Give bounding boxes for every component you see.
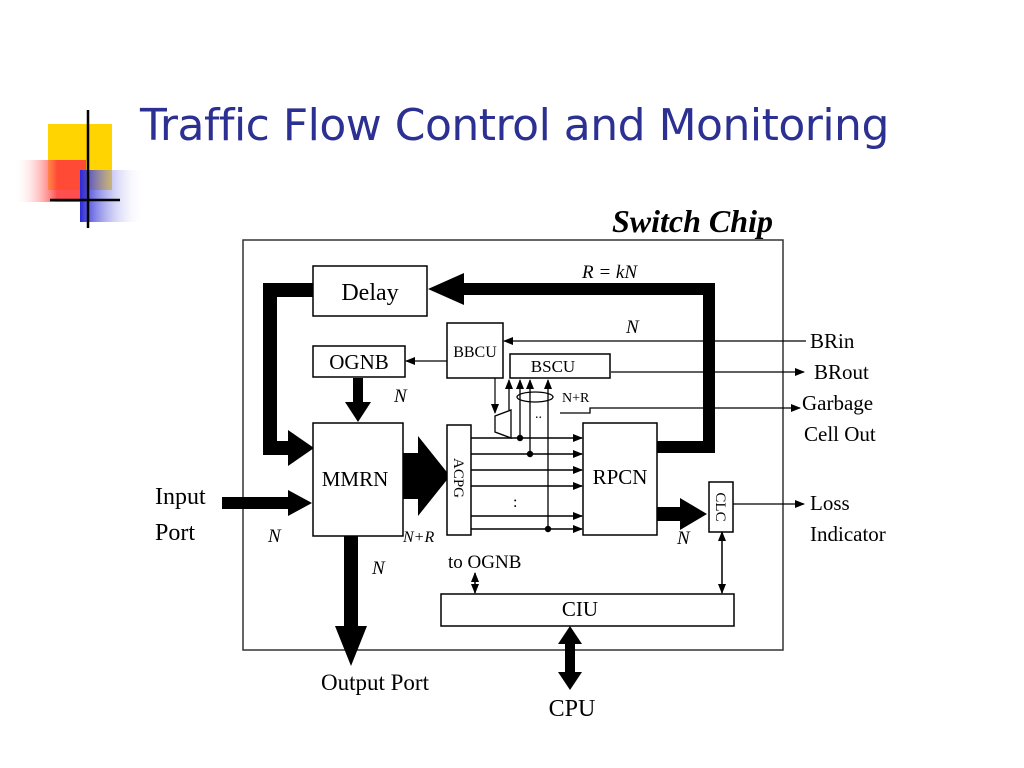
output-port-arrow (335, 536, 367, 666)
rpcn-to-clc-arrow (657, 498, 707, 530)
cpu-label: CPU (549, 696, 596, 722)
delay-to-mmrn-arrow (263, 283, 315, 466)
rpcn-block (582, 422, 658, 536)
ognb-to-mmrn-arrow (345, 378, 371, 422)
n-output-label: N (371, 558, 386, 579)
slide-title: Traffic Flow Control and Monitoring (140, 100, 889, 151)
mux-element (494, 409, 512, 439)
bscu-label: BSCU (531, 357, 575, 376)
input-port-label-1: Input (155, 484, 206, 510)
chip-label: Switch Chip (612, 203, 773, 239)
r-equals-kn-label: R = kN (581, 262, 638, 283)
acpg-dots-label: : (513, 494, 517, 511)
ciu-cpu-arrow (558, 626, 582, 690)
n-rpcn-label: N (676, 528, 691, 549)
brin-label: BRin (810, 329, 855, 353)
n-input-label: N (267, 526, 282, 547)
ognb-block (312, 345, 406, 378)
junction-dots (516, 434, 552, 533)
mmrn-to-acpg-arrow (403, 436, 450, 516)
n-plus-r-mmrn-label: N+R (402, 529, 434, 546)
loss-label-2: Indicator (810, 522, 886, 546)
loss-label-1: Loss (810, 491, 850, 515)
rpcn-label: RPCN (593, 465, 648, 489)
n-top-label: N (625, 317, 640, 338)
acpg-to-rpcn-lines (471, 434, 583, 533)
garbage-label-2: Cell Out (804, 422, 876, 446)
bscu-block (509, 353, 611, 379)
delay-label: Delay (341, 280, 398, 306)
acpg-label: ACPG (450, 458, 466, 498)
mmrn-label: MMRN (322, 467, 389, 491)
acpg-block (446, 424, 472, 536)
ognb-label: OGNB (329, 350, 389, 374)
input-port-arrow (222, 490, 312, 516)
n-ognb-label: N (393, 386, 408, 407)
bscu-dots-label: .. (535, 407, 542, 422)
thin-signal-lines (405, 337, 806, 594)
ciu-label: CIU (562, 597, 598, 621)
bbcu-label: BBCU (453, 344, 497, 361)
to-ognb-label: to OGNB (448, 552, 521, 573)
mmrn-block (312, 422, 404, 537)
bbcu-block (446, 322, 504, 379)
feedback-loop-arrow (428, 273, 715, 453)
output-port-label: Output Port (321, 670, 430, 695)
input-port-label-2: Port (155, 520, 195, 546)
switch-chip-outline (242, 239, 784, 651)
bscu-feed-lines (505, 379, 554, 529)
clc-label: CLC (712, 492, 728, 521)
brout-label: BRout (814, 360, 869, 384)
delay-block (312, 265, 428, 317)
garbage-label-1: Garbage (802, 391, 873, 415)
slide-logo-icon (14, 110, 144, 228)
n-plus-r-bscu-label: N+R (562, 391, 590, 406)
ciu-block (440, 593, 735, 627)
